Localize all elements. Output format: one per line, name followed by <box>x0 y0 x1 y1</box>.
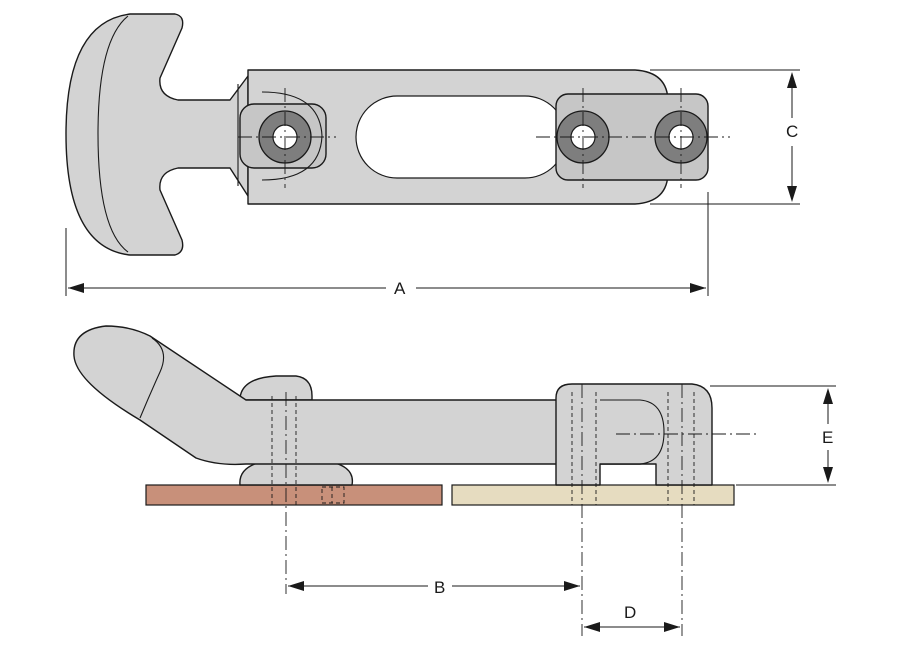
dimension-b: B <box>288 578 580 597</box>
dimension-d: D <box>584 603 680 632</box>
left-panel <box>145 484 443 506</box>
strap-slot <box>355 95 567 179</box>
side-view <box>73 325 756 636</box>
dimension-e: E <box>710 385 836 486</box>
right-bracket-inner <box>600 399 665 465</box>
label-e: E <box>822 428 833 447</box>
label-a: A <box>394 279 406 298</box>
dimension-c: C <box>650 69 800 205</box>
hook-grip-line <box>139 337 165 419</box>
hook-head-rim <box>97 15 129 253</box>
right-bracket-side <box>555 383 713 486</box>
hook-head-outer <box>65 13 249 256</box>
label-c: C <box>786 122 798 141</box>
dimension-a: A <box>65 192 709 298</box>
label-d: D <box>624 603 636 622</box>
label-b: B <box>434 578 445 597</box>
right-panel <box>451 484 735 506</box>
left-bracket-outline <box>261 91 323 181</box>
strap-arm <box>73 325 665 466</box>
left-pivot-cap <box>239 375 313 401</box>
top-view <box>65 13 730 256</box>
